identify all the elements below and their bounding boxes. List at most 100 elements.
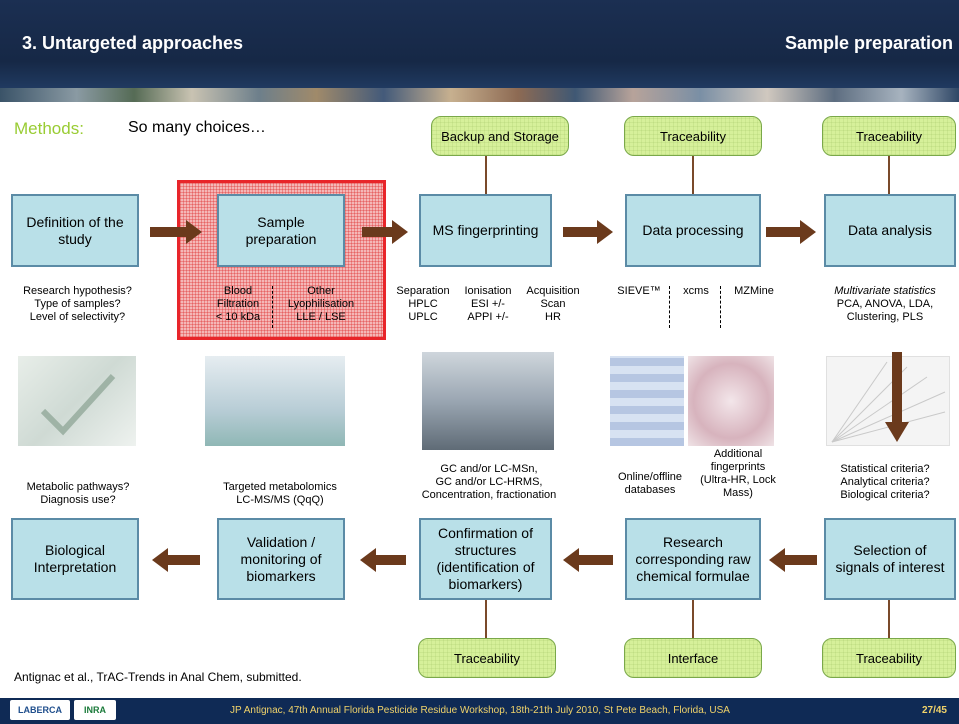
note-ms-separation: Separation HPLC UPLC: [394, 285, 452, 324]
box-data-analysis: Data analysis: [824, 194, 956, 267]
image-checkmark-photo: [18, 356, 136, 446]
note-line: Metabolic pathways?: [26, 481, 130, 493]
footer-credit: JP Antignac, 47th Annual Florida Pestici…: [230, 705, 730, 716]
inra-logo: INRA: [74, 700, 116, 720]
connector-line: [485, 156, 487, 194]
green-traceability-processing: Traceability: [624, 116, 762, 156]
divider: [669, 286, 670, 328]
green-traceability-analysis: Traceability: [822, 116, 956, 156]
green-backup-storage: Backup and Storage: [431, 116, 569, 156]
section-title: Sample preparation: [784, 33, 953, 53]
methods-subtitle: So many choices…: [128, 119, 266, 136]
citation: Antignac et al., TrAC-Trends in Anal Che…: [14, 670, 302, 684]
note-line: HPLC: [408, 298, 438, 310]
note-line: GC and/or LC-HRMS,: [435, 476, 543, 488]
note-line: Filtration: [216, 298, 260, 310]
green-interface: Interface: [624, 638, 762, 678]
checkmark-icon: [40, 373, 116, 436]
note-line: Lyophilisation: [287, 298, 355, 310]
arrow-down-icon: [885, 352, 909, 442]
note-line: < 10 kDa: [215, 311, 261, 323]
note-line: Biological criteria?: [840, 489, 930, 501]
connector-line: [692, 600, 694, 638]
note-mzmine: MZMine: [734, 285, 774, 297]
box-data-processing: Data processing: [625, 194, 761, 267]
note-line: UPLC: [408, 311, 438, 323]
note-line: PCA, ANOVA, LDA,: [836, 298, 934, 310]
connector-line: [888, 600, 890, 638]
note-line: Research hypothesis?: [23, 285, 132, 297]
header: 3. Untargeted approaches Sample preparat…: [0, 0, 959, 88]
note-xcms: xcms: [683, 285, 709, 297]
box-ms-fingerprinting: MS fingerprinting: [419, 194, 552, 267]
note-line: fingerprints: [710, 461, 766, 473]
box-text: Validation /: [246, 533, 316, 550]
note-line: Targeted metabolomics: [223, 481, 337, 493]
page-number: 27/45: [921, 705, 947, 716]
note-line: Scan: [540, 298, 566, 310]
box-text: monitoring of: [240, 550, 322, 567]
note-criteria: Statistical criteria? Analytical criteri…: [812, 463, 958, 502]
photo-strip: [0, 88, 959, 102]
arrow-right-icon: [563, 220, 613, 244]
note-line: Ionisation: [464, 285, 512, 297]
box-text: preparation: [245, 230, 317, 247]
green-traceability-confirmation: Traceability: [418, 638, 556, 678]
box-text: (identification of: [436, 559, 535, 575]
connector-line: [485, 600, 487, 638]
image-mass-spectrometer: [422, 352, 554, 450]
arrow-right-icon: [362, 220, 408, 244]
note-definition: Research hypothesis? Type of samples? Le…: [10, 285, 145, 324]
arrow-left-icon: [769, 548, 817, 572]
note-line: GC and/or LC-MSn,: [440, 463, 538, 475]
note-line: Level of selectivity?: [29, 311, 126, 323]
box-text: chemical formulae: [636, 567, 750, 584]
methods-label: Methods:: [14, 119, 84, 138]
note-line: HR: [545, 311, 561, 323]
box-text: Confirmation of: [438, 525, 533, 541]
note-bio: Metabolic pathways? Diagnosis use?: [14, 481, 142, 507]
box-text: study: [58, 230, 92, 247]
note-sample-other: Other Lyophilisation LLE / LSE: [276, 285, 366, 324]
note-additional: Additional fingerprints (Ultra-HR, Lock …: [692, 448, 784, 500]
connector-line: [692, 156, 694, 194]
note-line: Statistical criteria?: [840, 463, 930, 475]
note-line: LC-MS/MS (QqQ): [236, 494, 324, 506]
note-online: Online/offline databases: [604, 471, 696, 497]
note-analysis: Multivariate statistics PCA, ANOVA, LDA,…: [812, 285, 958, 324]
note-gc: GC and/or LC-MSn, GC and/or LC-HRMS, Con…: [410, 463, 568, 502]
box-text: Definition of the: [26, 213, 124, 230]
note-line: Additional: [713, 448, 763, 460]
box-text: biomarkers: [246, 567, 316, 584]
box-text: structures: [454, 542, 517, 558]
note-line: Diagnosis use?: [40, 494, 116, 506]
note-line: Other: [307, 285, 335, 297]
divider: [272, 286, 273, 328]
footer: JP Antignac, 47th Annual Florida Pestici…: [0, 698, 959, 724]
note-line: Concentration, fractionation: [421, 489, 557, 501]
note-line: Clustering, PLS: [846, 311, 924, 323]
note-line: Mass): [723, 487, 753, 499]
arrow-left-icon: [563, 548, 613, 572]
image-lab-vials: [205, 356, 345, 446]
note-ms-ionisation: Ionisation ESI +/- APPI +/-: [458, 285, 518, 324]
note-line: (Ultra-HR, Lock: [700, 474, 776, 486]
divider: [720, 286, 721, 328]
image-fingerprint: [688, 356, 774, 446]
arrow-left-icon: [360, 548, 406, 572]
note-line: Online/offline: [617, 471, 682, 483]
box-text: Interpretation: [33, 559, 117, 575]
green-traceability-selection: Traceability: [822, 638, 956, 678]
box-text: Research: [663, 533, 723, 550]
arrow-right-icon: [150, 220, 202, 244]
box-text: signals of interest: [835, 559, 945, 575]
laberca-logo: LABERCA: [10, 700, 70, 720]
slide-title: 3. Untargeted approaches: [22, 33, 244, 53]
